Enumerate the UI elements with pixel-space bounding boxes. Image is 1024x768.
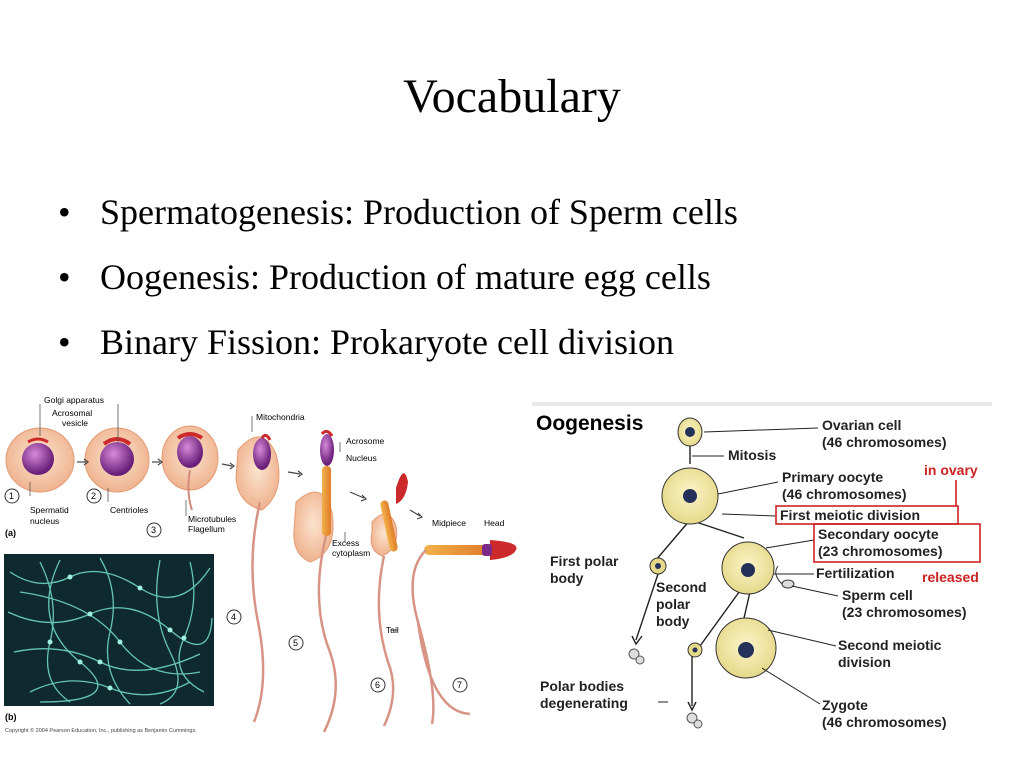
slide-title: Vocabulary — [403, 70, 621, 123]
bullet-glyph: • — [58, 322, 71, 362]
lineage-lines — [631, 446, 751, 712]
secondary-oocyte — [721, 541, 775, 595]
step-number: 3 — [151, 525, 156, 535]
spermatid-stage-3 — [161, 425, 219, 511]
label-second-meiotic-1: Second meiotic — [838, 637, 942, 653]
step-number: 7 — [457, 680, 462, 690]
panel-label-a: (a) — [5, 528, 16, 538]
label-leaders — [658, 427, 839, 705]
label-primary-1: Primary oocyte — [782, 469, 883, 485]
panel-label-b: (b) — [5, 712, 17, 722]
spermatozoon-stage-7 — [411, 540, 517, 725]
zygote — [715, 617, 777, 679]
process-arrows — [77, 458, 424, 520]
bullet-item: • Spermatogenesis: Production of Sperm c… — [58, 180, 998, 245]
oogenesis-title: Oogenesis — [536, 412, 643, 435]
bullet-text: Spermatogenesis: Production of Sperm cel… — [100, 192, 738, 232]
label-tail: Tail — [386, 625, 399, 635]
spermatid-stage-2 — [84, 427, 150, 493]
label-flagellum: Flagellum — [188, 524, 225, 534]
label-first-polar-2: body — [550, 570, 584, 586]
label-microtubules: Microtubules — [188, 514, 236, 524]
label-spermatid-2: nucleus — [30, 516, 59, 526]
spermatid-stage-6 — [370, 473, 408, 727]
label-degenerating-1: Polar bodies — [540, 678, 624, 694]
step-number: 6 — [375, 680, 380, 690]
spermatid-stage-1 — [5, 427, 75, 493]
bullet-item: • Binary Fission: Prokaryote cell divisi… — [58, 310, 998, 375]
label-secondary-2: (23 chromosomes) — [818, 543, 942, 559]
label-sperm-1: Sperm cell — [842, 587, 913, 603]
label-fertilization: Fertilization — [816, 565, 895, 581]
step-numbers: 1 2 3 4 5 6 7 — [4, 488, 468, 693]
label-degenerating-2: degenerating — [540, 695, 628, 711]
degenerating-polar-bodies — [628, 648, 703, 729]
label-second-polar-2: polar — [656, 596, 691, 612]
label-primary-2: (46 chromosomes) — [782, 486, 906, 502]
step-number: 4 — [231, 612, 236, 622]
ovarian-cell — [677, 417, 703, 447]
second-polar-body — [687, 642, 703, 658]
spermatid-stage-4 — [235, 433, 280, 723]
oogenesis-figure: Oogenesis — [532, 402, 992, 730]
bullet-list: • Spermatogenesis: Production of Sperm c… — [58, 180, 998, 375]
ovary-bracket — [775, 480, 981, 563]
label-ovarian-2: (46 chromosomes) — [822, 434, 946, 450]
label-in-ovary: in ovary — [924, 462, 978, 478]
first-polar-body — [649, 557, 667, 575]
label-released: released — [922, 569, 979, 585]
label-first-meiotic: First meiotic division — [780, 507, 920, 523]
label-sperm-2: (23 chromosomes) — [842, 604, 966, 620]
label-zygote-1: Zygote — [822, 697, 868, 713]
label-secondary-1: Secondary oocyte — [818, 526, 939, 542]
spermatid-stage-5 — [293, 429, 338, 733]
label-head: Head — [484, 518, 505, 528]
label-centrioles: Centrioles — [110, 505, 148, 515]
label-excess-2: cytoplasm — [332, 548, 370, 558]
bullet-item: • Oogenesis: Production of mature egg ce… — [58, 245, 998, 310]
label-spermatid-1: Spermatid — [30, 505, 69, 515]
label-midpiece: Midpiece — [432, 518, 466, 528]
sperm-micrograph — [4, 554, 214, 706]
label-second-polar-1: Second — [656, 579, 707, 595]
sperm-cell-icon — [775, 565, 795, 589]
label-acrosome: Acrosome — [346, 436, 385, 446]
label-ovarian-1: Ovarian cell — [822, 417, 901, 433]
label-second-polar-3: body — [656, 613, 690, 629]
spermatogenesis-figure: Golgi apparatus Acrosomal vesicle Mitoch… — [4, 395, 517, 734]
step-number: 5 — [293, 638, 298, 648]
label-excess-1: Excess — [332, 538, 359, 548]
leader-lines — [29, 404, 398, 631]
label-mitosis: Mitosis — [728, 447, 776, 463]
step-number: 2 — [91, 491, 96, 501]
copyright-text: Copyright © 2004 Pearson Education, Inc.… — [5, 727, 197, 734]
label-second-meiotic-2: division — [838, 654, 891, 670]
label-zygote-2: (46 chromosomes) — [822, 714, 946, 730]
label-acrosomal-2: vesicle — [62, 418, 88, 428]
bullet-glyph: • — [58, 192, 71, 232]
bullet-glyph: • — [58, 257, 71, 297]
label-mitochondria: Mitochondria — [256, 412, 305, 422]
label-acrosomal-1: Acrosomal — [52, 408, 92, 418]
bullet-text: Binary Fission: Prokaryote cell division — [100, 322, 674, 362]
label-golgi: Golgi apparatus — [44, 395, 104, 405]
step-number: 1 — [9, 491, 14, 501]
label-nucleus: Nucleus — [346, 453, 377, 463]
header-strip — [532, 402, 992, 406]
primary-oocyte — [661, 467, 719, 525]
label-first-polar-1: First polar — [550, 553, 619, 569]
bullet-text: Oogenesis: Production of mature egg cell… — [100, 257, 711, 297]
